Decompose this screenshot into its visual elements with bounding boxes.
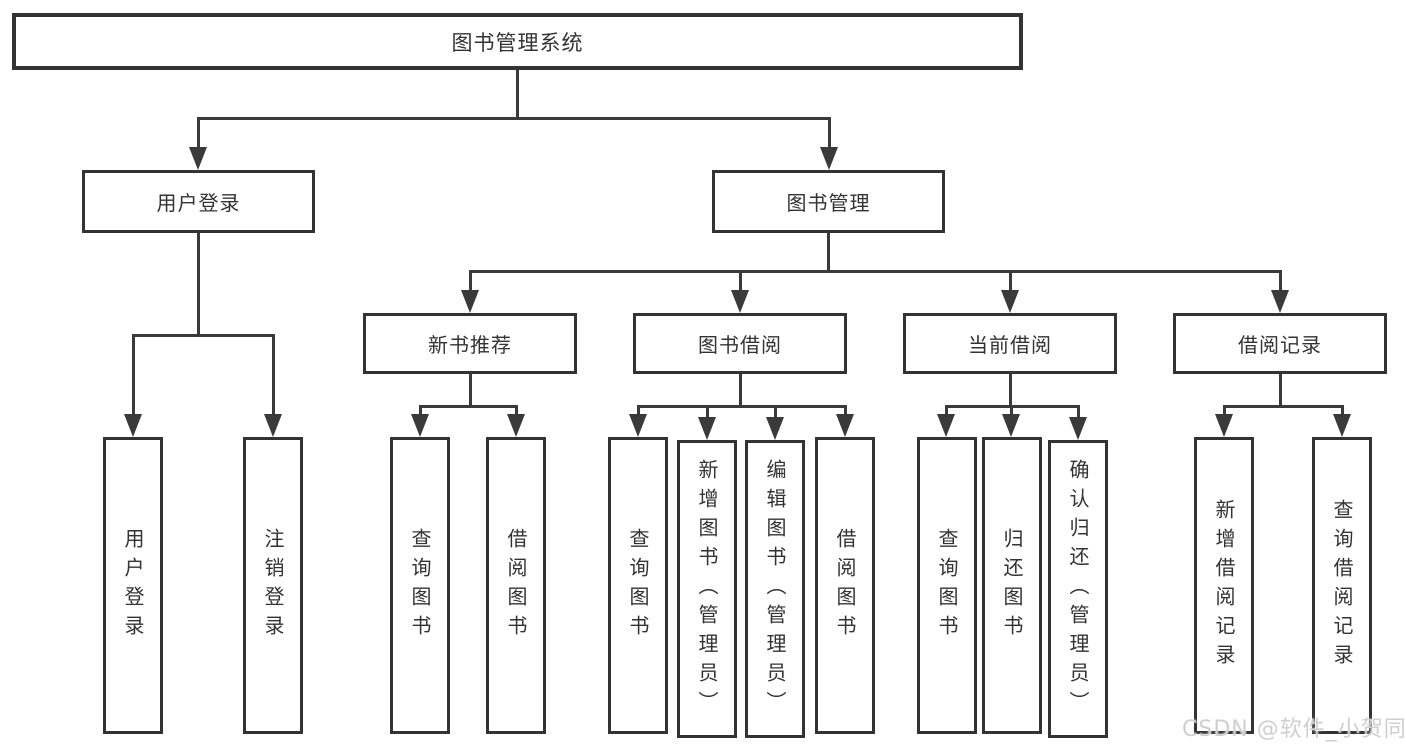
node-library-system: 图书管理系统: [12, 13, 1023, 70]
node-label: 注销登录: [261, 527, 285, 644]
leaf-query-borrow-record: 查询借阅记录: [1312, 437, 1372, 734]
leaf-logout: 注销登录: [243, 437, 303, 734]
node-borrowing-records: 借阅记录: [1173, 313, 1387, 374]
node-book-management: 图书管理: [712, 170, 945, 233]
connector-line: [1278, 373, 1282, 407]
node-label: 借阅图书: [504, 527, 528, 644]
connector-arrow: [731, 270, 749, 313]
connector-arrow: [766, 405, 784, 440]
connector-line: [196, 232, 200, 336]
connector-arrow: [937, 405, 955, 437]
connector-line: [196, 117, 831, 120]
node-label: 查询图书: [935, 527, 959, 644]
connector-line: [468, 373, 472, 407]
connector-arrow: [1215, 405, 1233, 437]
connector-line: [418, 405, 518, 408]
node-label: 新书推荐: [428, 333, 512, 357]
node-label: 归还图书: [1000, 527, 1024, 644]
connector-line: [515, 69, 519, 119]
connector-line: [131, 334, 275, 337]
node-label: 用户登录: [121, 527, 145, 644]
connector-arrow: [1002, 405, 1020, 437]
connector-arrow: [1271, 270, 1289, 313]
connector-arrow: [836, 405, 854, 437]
connector-arrow: [1001, 270, 1019, 313]
node-label: 借阅图书: [833, 527, 857, 644]
leaf-query-books-current: 查询图书: [917, 437, 977, 734]
node-book-borrowing: 图书借阅: [633, 313, 847, 374]
connector-arrow: [507, 405, 525, 437]
connector-arrow: [189, 117, 207, 170]
connector-line: [738, 373, 742, 407]
connector-arrow: [264, 334, 282, 437]
node-label: 用户登录: [156, 191, 241, 215]
leaf-edit-books-admin: 编辑图书（管理员）: [745, 440, 805, 738]
connector-line: [1222, 405, 1344, 408]
node-label: 新增图书（管理员）: [695, 458, 719, 720]
node-label: 借阅记录: [1238, 333, 1322, 357]
connector-line: [468, 270, 1282, 273]
node-label: 确认归还（管理员）: [1066, 458, 1090, 720]
node-label: 新增借阅记录: [1212, 498, 1236, 673]
connector-arrow: [820, 117, 838, 170]
leaf-add-books-admin: 新增图书（管理员）: [677, 440, 737, 738]
connector-line: [827, 232, 830, 273]
node-label: 图书管理系统: [451, 30, 584, 55]
node-user-login: 用户登录: [82, 170, 315, 233]
connector-arrow: [411, 405, 429, 437]
node-label: 查询借阅记录: [1330, 498, 1354, 673]
leaf-add-borrow-record: 新增借阅记录: [1194, 437, 1254, 734]
leaf-query-books-borrow: 查询图书: [608, 437, 668, 734]
connector-line: [1008, 373, 1012, 407]
node-label: 查询图书: [408, 527, 432, 644]
leaf-borrow-books: 借阅图书: [815, 437, 875, 734]
connector-line: [636, 405, 847, 408]
node-label: 当前借阅: [968, 333, 1052, 357]
leaf-borrow-books-recommend: 借阅图书: [486, 437, 546, 734]
leaf-return-books: 归还图书: [982, 437, 1042, 734]
leaf-confirm-return-admin: 确认归还（管理员）: [1048, 440, 1108, 738]
node-new-book-recommend: 新书推荐: [363, 313, 577, 374]
node-label: 编辑图书（管理员）: [763, 458, 787, 720]
node-label: 图书管理: [786, 191, 871, 215]
connector-arrow: [698, 405, 716, 440]
connector-arrow: [124, 334, 142, 437]
node-label: 查询图书: [626, 527, 650, 644]
connector-arrow: [1333, 405, 1351, 437]
leaf-query-books-recommend: 查询图书: [390, 437, 450, 734]
node-current-borrowing: 当前借阅: [903, 313, 1117, 374]
csdn-watermark: CSDN @软件_小贺同学: [1182, 717, 1405, 742]
connector-arrow: [629, 405, 647, 437]
node-label: 图书借阅: [698, 333, 782, 357]
connector-arrow: [1069, 405, 1087, 440]
leaf-user-login: 用户登录: [103, 437, 163, 734]
connector-arrow: [461, 270, 479, 313]
